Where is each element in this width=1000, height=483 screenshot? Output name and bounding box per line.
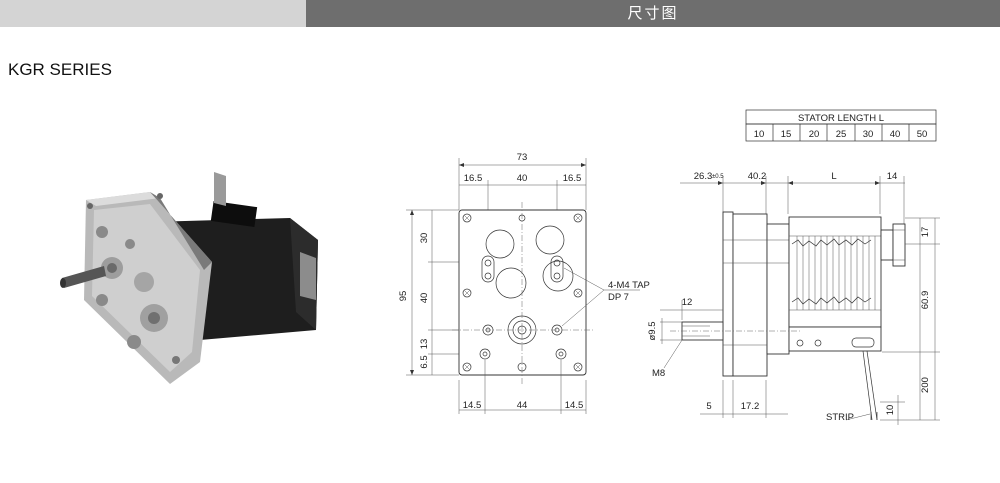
dim-side-200: 200 [920,377,931,393]
dim-front-left-30: 30 [419,233,430,244]
dim-front-top-mid: 40 [517,173,528,184]
dim-side-shaft-m8: M8 [652,368,665,379]
tap-label-line1: 4-M4 TAP [608,280,650,291]
side-view-drawing [660,176,940,425]
stator-value: 30 [863,129,874,140]
corner-screws [462,213,583,372]
dim-side-26-3: 26.3 [694,171,713,182]
gear-motor-photo [60,172,318,384]
header-bar-left [0,0,306,27]
tap-label-line2: DP 7 [608,292,629,303]
front-view-drawing [406,158,640,414]
strip-label: STRIP [826,412,854,423]
dim-front-bottom-right: 14.5 [565,400,584,411]
stator-value: 50 [917,129,928,140]
dim-side-shaft-dia: ø9.5 [647,321,658,340]
dim-front-top-right: 16.5 [563,173,582,184]
dim-front-left-total: 95 [398,291,409,302]
dim-front-left-13: 13 [419,339,430,350]
dim-front-top-total: 73 [517,152,528,163]
stator-value: 10 [754,129,765,140]
dim-side-60-9: 60.9 [920,291,931,310]
series-title: KGR SERIES [8,60,112,79]
dim-side-L: L [831,171,836,182]
stator-value: 40 [890,129,901,140]
dim-front-left-6-5: 6.5 [419,355,430,368]
dim-side-40-2: 40.2 [748,171,767,182]
header-bar [306,0,1000,27]
dim-front-left-40: 40 [419,293,430,304]
dim-side-tolerance: ±0.5 [712,174,724,180]
dim-side-10: 10 [885,405,896,416]
stator-value: 15 [781,129,792,140]
dim-front-bottom-left: 14.5 [463,400,482,411]
dim-side-14: 14 [887,171,898,182]
header-title: 尺寸图 [627,4,679,22]
stator-lamination [796,236,876,310]
stator-length-table [745,109,937,142]
stator-value: 20 [809,129,820,140]
dim-front-top-left: 16.5 [464,173,483,184]
dim-side-bottom-5: 5 [706,401,711,412]
stator-table-title: STATOR LENGTH L [798,113,884,124]
dim-side-17: 17 [920,227,931,238]
dim-front-bottom-mid: 44 [517,400,528,411]
stator-value: 25 [836,129,847,140]
dim-side-bottom-17-2: 17.2 [741,401,760,412]
dim-side-shaft-12: 12 [682,297,693,308]
